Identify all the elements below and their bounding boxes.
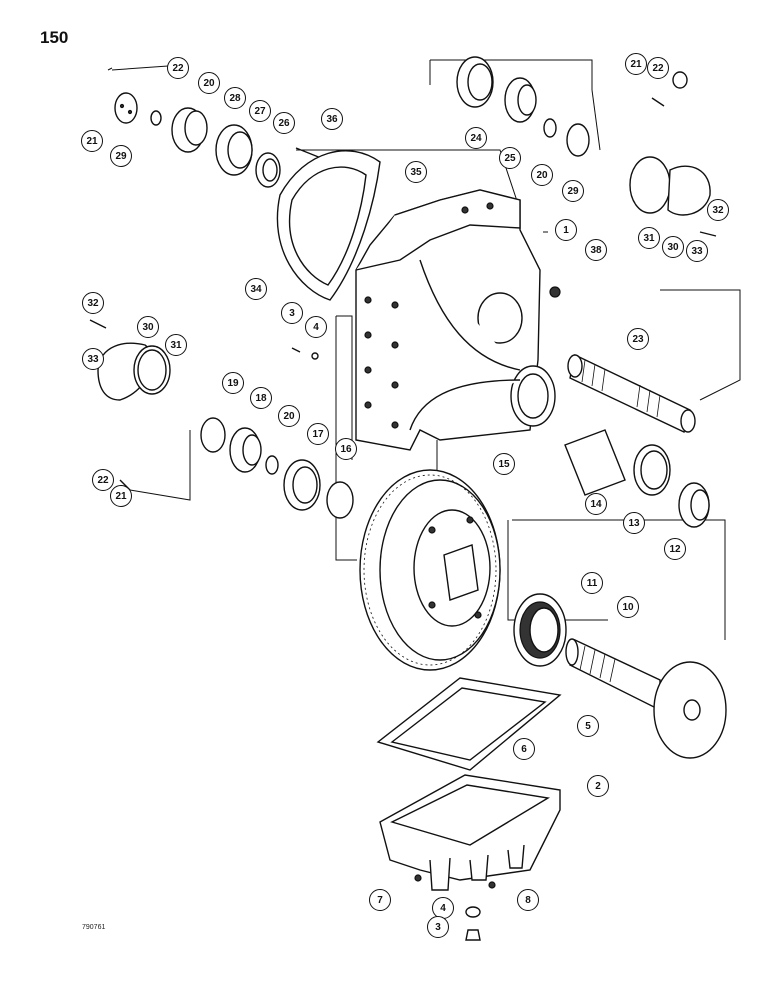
- callout: 29: [110, 145, 132, 167]
- callout: 27: [249, 100, 271, 122]
- callout: 24: [465, 127, 487, 149]
- callout: 14: [585, 493, 607, 515]
- callout: 34: [245, 278, 267, 300]
- callout: 23: [627, 328, 649, 350]
- upper-right-bearing-stack: [456, 56, 717, 237]
- callout: 13: [623, 512, 645, 534]
- callout: 30: [137, 316, 159, 338]
- upper-left-bearing-stack: [114, 92, 327, 188]
- callout: 3: [427, 916, 449, 938]
- callout: 22: [167, 57, 189, 79]
- callout: 17: [307, 423, 329, 445]
- callout: 1: [555, 219, 577, 241]
- axle-housing-1: [355, 189, 561, 451]
- callout: 18: [250, 387, 272, 409]
- callout: 3: [281, 302, 303, 324]
- middle-left-bearing-stack: [119, 417, 354, 519]
- page-number: 150: [40, 28, 69, 47]
- callout: 35: [405, 161, 427, 183]
- callout: 38: [585, 239, 607, 261]
- callout: 20: [198, 72, 220, 94]
- callout: 6: [513, 738, 535, 760]
- left-cover-stack: [89, 319, 319, 401]
- callout: 20: [278, 405, 300, 427]
- callout: 10: [617, 596, 639, 618]
- callout: 2: [587, 775, 609, 797]
- callout: 25: [499, 147, 521, 169]
- callout: 11: [581, 572, 603, 594]
- callout: 15: [493, 453, 515, 475]
- sleeve-cup-bearing: [564, 429, 710, 528]
- callout: 21: [110, 485, 132, 507]
- callout: 21: [81, 130, 103, 152]
- callout: 4: [305, 316, 327, 338]
- callout: 22: [92, 469, 114, 491]
- callout: 16: [335, 438, 357, 460]
- callout: 26: [273, 112, 295, 134]
- callout: 22: [647, 57, 669, 79]
- oil-pan-2: [379, 774, 561, 941]
- callout: 8: [517, 889, 539, 911]
- gasket-5: [376, 677, 562, 771]
- callout: 28: [224, 87, 246, 109]
- callout: 31: [165, 334, 187, 356]
- figure-code: 790761: [82, 924, 106, 931]
- callout: 30: [662, 236, 684, 258]
- callout: 19: [222, 372, 244, 394]
- leader-lines: [107, 59, 741, 640]
- callout: 5: [577, 715, 599, 737]
- bull-gear-15: [359, 469, 501, 671]
- callout: 21: [625, 53, 647, 75]
- callout: 31: [638, 227, 660, 249]
- pinion-shaft-23: [567, 353, 696, 433]
- callout: 36: [321, 108, 343, 130]
- axle-shaft-10: [565, 638, 727, 759]
- callout: 33: [82, 348, 104, 370]
- callout: 20: [531, 164, 553, 186]
- callout: 32: [707, 199, 729, 221]
- callout: 7: [369, 889, 391, 911]
- seal-11: [513, 593, 567, 667]
- callout: 29: [562, 180, 584, 202]
- callout: 12: [664, 538, 686, 560]
- gasket-34: [276, 150, 381, 301]
- callout: 33: [686, 240, 708, 262]
- callout: 32: [82, 292, 104, 314]
